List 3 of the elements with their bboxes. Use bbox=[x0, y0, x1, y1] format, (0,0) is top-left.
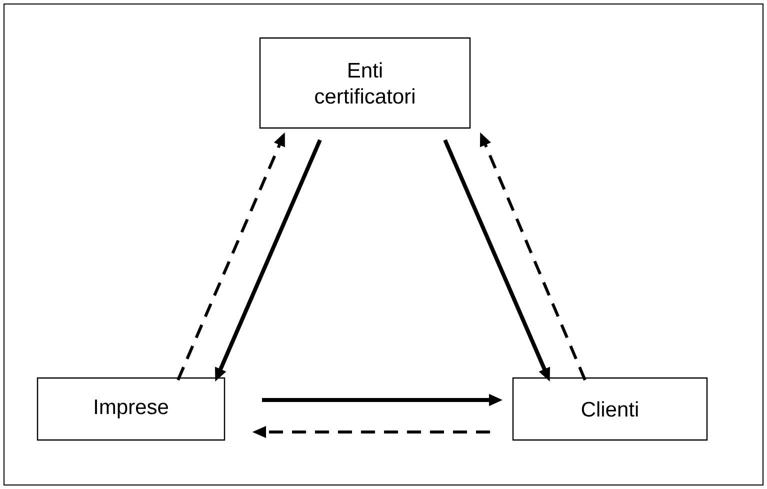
process-box: Imprese bbox=[36, 377, 226, 441]
process-box: Enti certificatori bbox=[259, 37, 471, 129]
process-box: Clienti bbox=[512, 377, 708, 441]
